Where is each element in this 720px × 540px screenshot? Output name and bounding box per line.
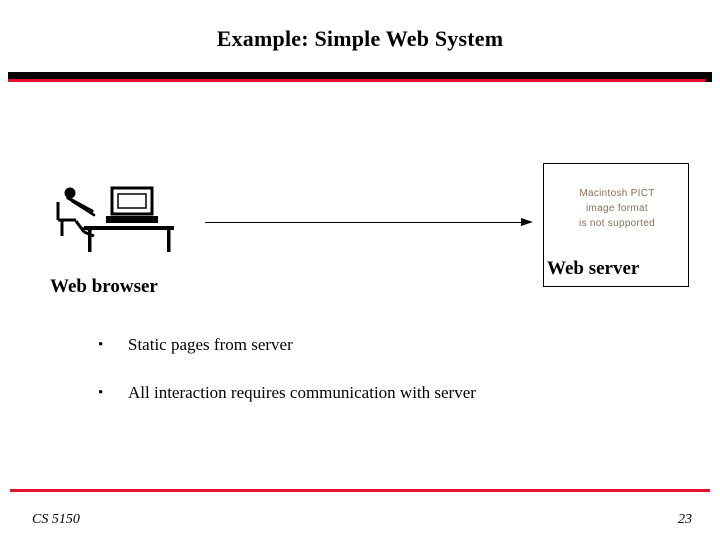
footer-course-label: CS 5150 [32, 512, 80, 527]
bullet-marker: • [98, 337, 104, 353]
arrow-head [521, 218, 533, 226]
bullet-text: All interaction requires communication w… [128, 383, 476, 402]
header-rule-shadow [705, 79, 712, 82]
page-title: Example: Simple Web System [216, 26, 504, 51]
right-arrow-icon [205, 218, 533, 228]
person-at-desk-icon [48, 180, 198, 260]
footer-page-number: 23 [678, 512, 692, 527]
missing-image-line-3: is not supported [579, 218, 655, 229]
header-rule-black [8, 72, 712, 79]
footer-rule [10, 489, 710, 492]
bullet-marker: • [98, 385, 104, 401]
bullet-text: Static pages from server [128, 335, 293, 354]
label-web-server: Web server [545, 258, 642, 280]
label-web-browser: Web browser [50, 276, 158, 297]
bullet-list: • Static pages from server • All interac… [92, 334, 692, 430]
list-item: • All interaction requires communication… [92, 382, 692, 404]
missing-image-line-2: image format [586, 203, 648, 214]
arrow-line [205, 222, 523, 223]
header-rule-red [8, 79, 705, 82]
list-item: • Static pages from server [92, 334, 692, 356]
missing-image-text: Macintosh PICT image format is not suppo… [544, 186, 690, 231]
missing-image-line-1: Macintosh PICT [579, 188, 655, 199]
